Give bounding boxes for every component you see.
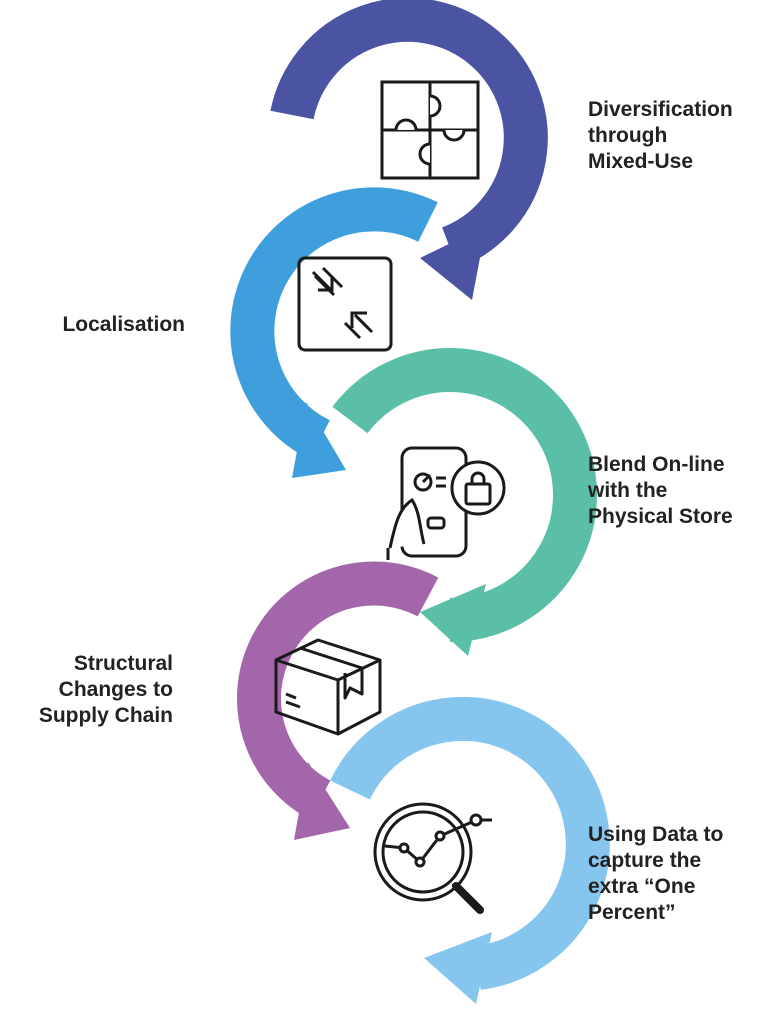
step-5-label: Using Data to capture the extra “One Per…: [588, 822, 768, 926]
puzzle-icon: [380, 80, 480, 180]
step-3-line-3: Physical Store: [588, 505, 733, 528]
step-1-line-3: Mixed-Use: [588, 150, 694, 173]
arc-4: [237, 561, 439, 840]
step-4-line-2: Changes to: [58, 678, 173, 701]
step-1-line-2: through: [588, 124, 668, 147]
step-3-line-2: with the: [588, 479, 668, 502]
arc-3: [332, 348, 597, 656]
step-5-line-2: capture the: [588, 849, 702, 872]
step-2-line-1: Localisation: [62, 313, 185, 336]
step-5-line-3: extra “One: [588, 875, 696, 898]
arc-5: [330, 696, 610, 1004]
step-3-label: Blend On-line with the Physical Store: [588, 452, 768, 530]
arc-2: [230, 187, 438, 478]
phone-shopping-icon: [386, 446, 506, 560]
box-icon: [274, 638, 382, 736]
collapse-arrows-icon: [297, 256, 393, 352]
step-4-line-3: Supply Chain: [38, 704, 173, 727]
step-3-line-1: Blend On-line: [588, 453, 725, 476]
step-5-line-1: Using Data to: [588, 823, 724, 846]
step-5-line-4: Percent”: [588, 901, 676, 924]
arc-1: [270, 0, 548, 300]
step-1-line-1: Diversification: [588, 98, 733, 121]
step-1-label: Diversification through Mixed-Use: [588, 97, 768, 175]
data-magnifier-icon: [373, 802, 492, 914]
step-4-line-1: Structural: [73, 652, 173, 675]
step-4-label: Structural Changes to Supply Chain: [5, 651, 173, 729]
step-2-label: Localisation: [20, 312, 185, 338]
